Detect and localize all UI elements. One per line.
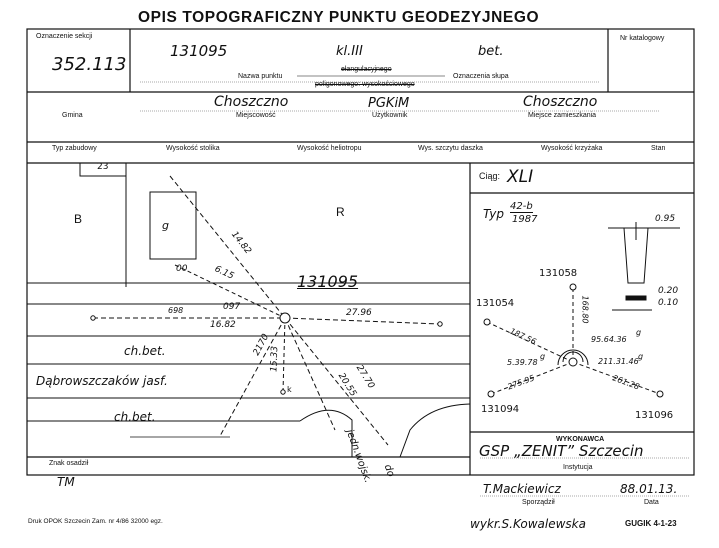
marker-note-value: TM [57,475,75,489]
dist-097: 097 [223,302,241,312]
type-struck-1: ełangulacyjnego [341,66,392,73]
typ-denominator: 1987 [512,214,538,225]
house-number: 23 [97,162,109,172]
point-marker: bet. [478,44,504,59]
k-label: k [287,385,292,394]
mon-010: 0.10 [658,298,679,308]
catalog-label: Nr katalogowy [620,35,665,42]
page-title: OPIS TOPOGRAFICZNY PUNKTU GEODEZYJNEGO [138,9,540,26]
angle-g1: g [636,328,642,337]
name-label: Nazwa punktu [238,73,283,80]
signature: wykr.S.Kowalewska [470,517,586,531]
section-value: 352.113 [52,54,127,75]
gmina-label: Gmina [62,112,83,119]
point-class: kl.III [336,44,363,59]
col-stan: Stan [651,145,666,152]
date-label: Data [644,499,659,506]
map-point-label: 131095 [297,272,359,291]
point-marker-main [279,312,291,324]
typ-numerator: 42-b [510,201,533,213]
col-wys-daszka: Wys. szczytu daszka [418,145,483,152]
node-131096: 131096 [635,410,674,421]
ciag-value: XLI [507,167,534,187]
lot-r: R [336,205,345,219]
uzytkownik-label: Użytkownik [372,112,408,119]
angle-a1: 95.64.36 [591,335,627,344]
zamieszkania-label: Miejsce zamieszkania [528,112,597,119]
col-wys-stolika: Wysokość stolika [166,145,220,152]
zamieszkania-value: Choszczno [523,94,598,110]
col-wys-krzyzaka: Wysokość krzyżaka [541,145,603,152]
road-label-1: ch.bet. [124,344,166,358]
miejscowosc-label: Miejscowość [236,112,276,119]
col-wys-heliotropu: Wysokość heliotropu [297,145,362,152]
angle-left: 5.39.78 [507,358,538,367]
uzytkownik-value: PGKiM [368,96,410,111]
col-typ-zabudowy: Typ zabudowy [52,145,97,152]
institution-label: Instytucja [563,464,593,471]
dist-00: 00 [176,264,188,274]
print-note: Druk OPOK Szczecin Zam. nr 4/86 32000 eg… [28,518,163,525]
author-label: Sporządził [522,499,555,506]
building-g [149,191,197,260]
type-struck-2: poligonowego: wysokościowego [315,81,415,88]
ciag-label: Ciąg: [479,171,501,181]
node-131054: 131054 [476,298,515,309]
angle-g3: g [638,352,644,361]
prepared-date: 88.01.13. [620,482,678,496]
dist-168: 168.80 [580,295,590,324]
road-label-2: ch.bet. [114,410,156,424]
dist-1682: 16.82 [210,320,236,330]
node-131094: 131094 [481,404,520,415]
dist-698: 698 [168,306,184,315]
building-label: g [162,219,169,232]
point-number: 131095 [170,42,228,60]
marker-note-label: Znak osadził [49,460,89,467]
angle-right: 211.31.46 [598,357,639,366]
marking-label: Oznaczenia słupa [453,73,509,80]
house-box [79,162,127,177]
lot-b: B [74,212,83,226]
author-name: T.Mackiewicz [483,482,561,496]
contractor-name: GSP „ZENIT” Szczecin [479,442,644,460]
mon-020: 0.20 [658,286,679,296]
angle-g2: g [540,352,546,361]
contractor-label: WYKONAWCA [556,436,605,443]
form-code: GUGIK 4-1-23 [625,519,677,528]
mon-095: 0.95 [655,214,676,224]
node-131058: 131058 [539,268,578,279]
street-label: Dąbrowszczaków jasf. [36,374,168,388]
gmina-value: Choszczno [214,94,289,110]
typ-label: Typ [483,207,505,221]
dist-2796: 27.96 [346,308,372,318]
section-label: Oznaczenie sekcji [36,33,93,40]
